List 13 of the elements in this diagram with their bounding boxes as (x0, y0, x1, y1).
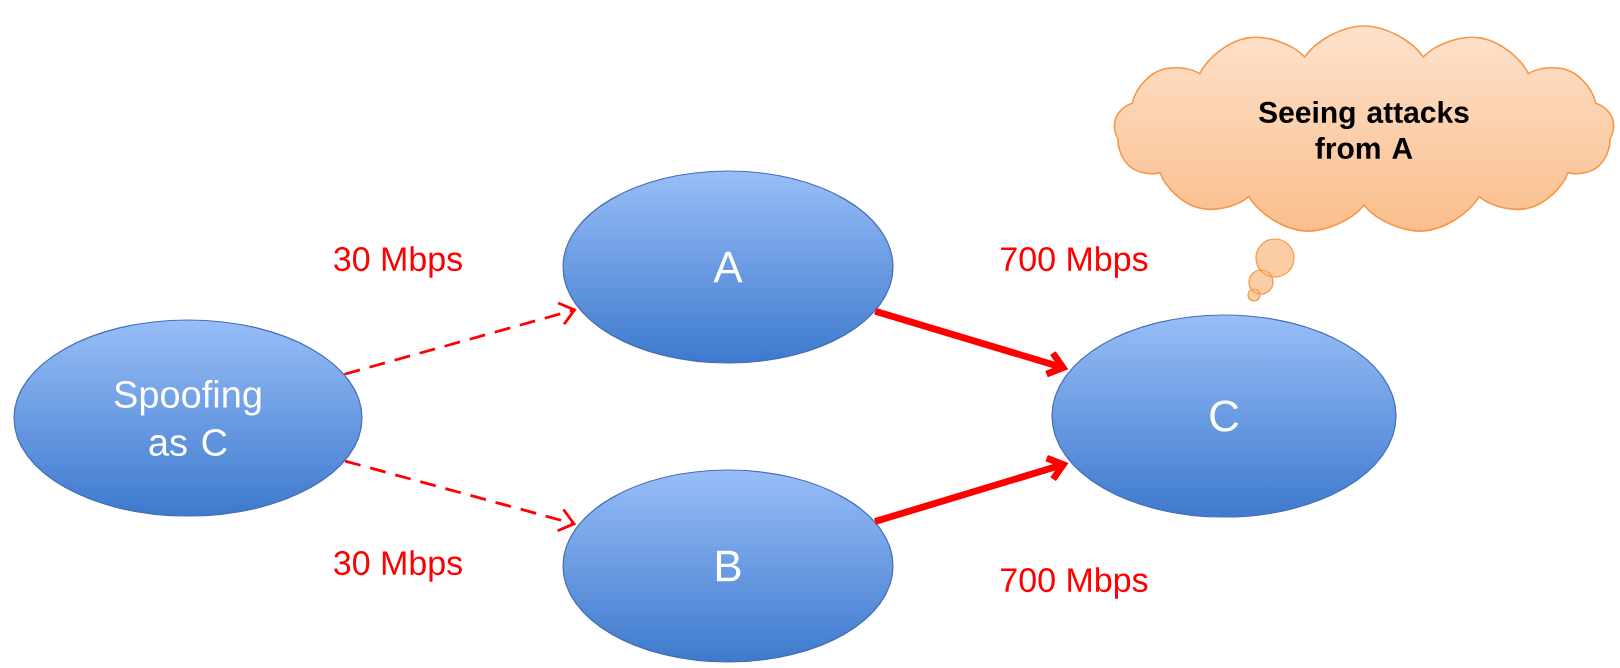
edge-label: 30 Mbps (330, 244, 466, 280)
ellipse-node: C (1051, 314, 1397, 518)
ellipse-node: A (562, 170, 894, 364)
arrow (874, 454, 1069, 525)
edge-label: 700 Mbps (997, 244, 1151, 280)
arrow (344, 459, 577, 532)
edge-label: 30 Mbps (330, 548, 466, 584)
thought-cloud: Seeing attacks from A (1113, 25, 1615, 232)
arrow (874, 307, 1069, 378)
ellipse-node: Spoofing as C (13, 319, 363, 517)
edge-label: 700 Mbps (997, 565, 1151, 601)
arrow (344, 301, 577, 376)
ellipse-node: B (562, 469, 894, 663)
